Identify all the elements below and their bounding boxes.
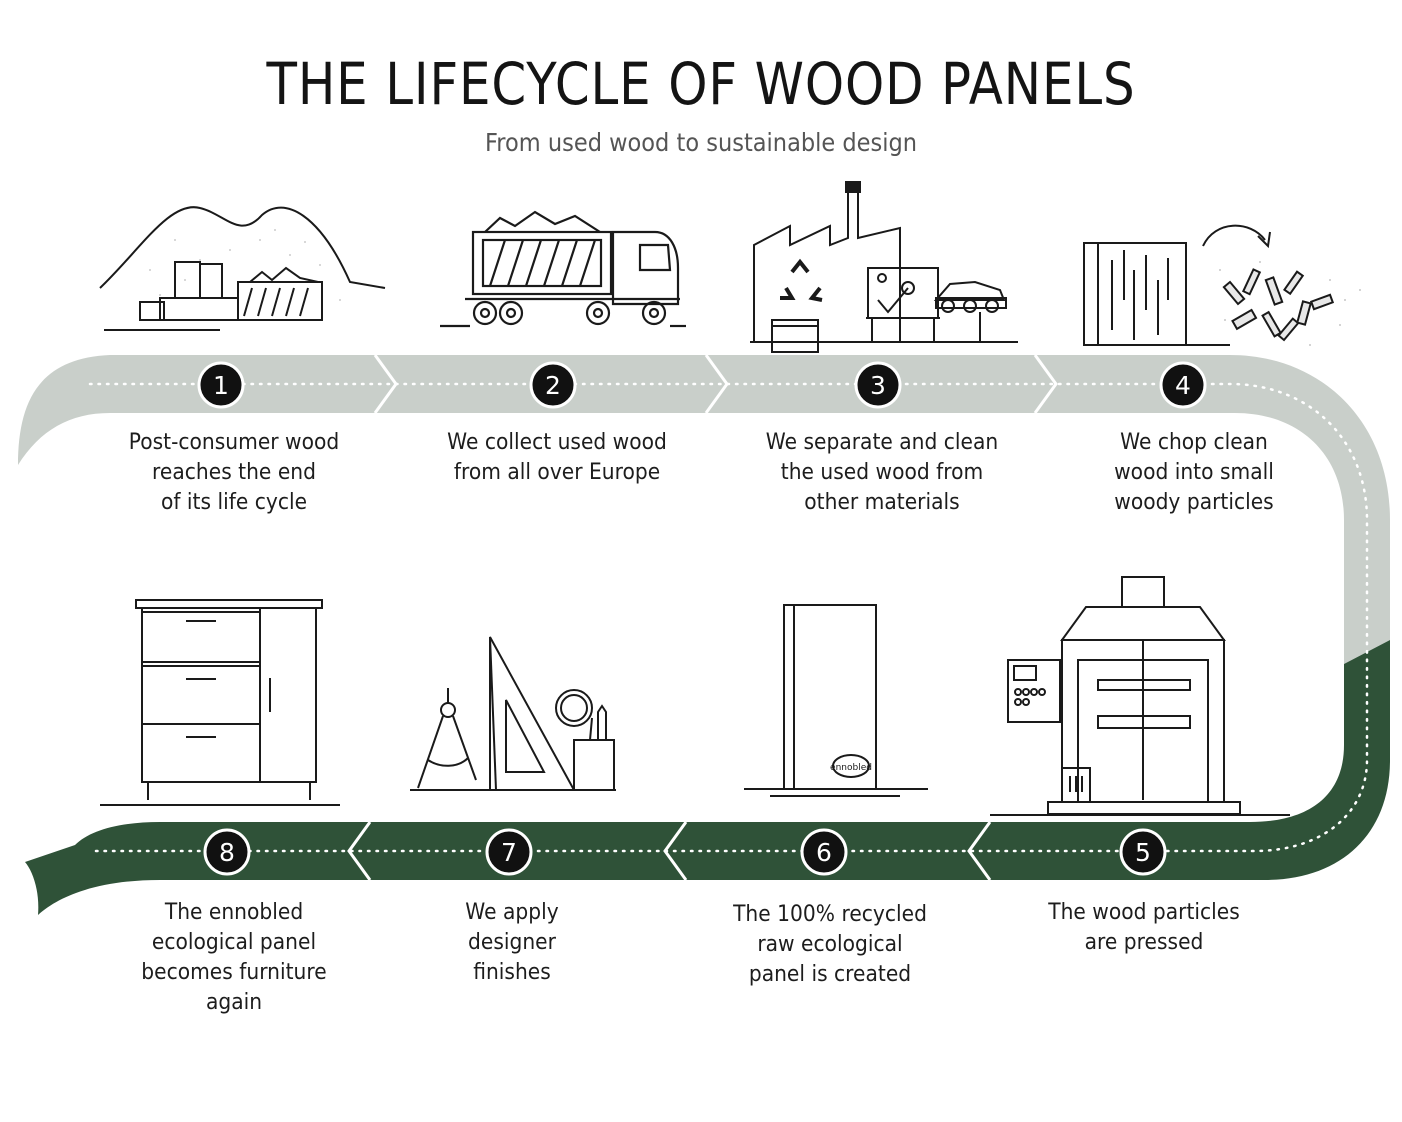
step-1-text: Post-consumer wood reaches the end of it…	[96, 428, 372, 518]
step-3-text: We separate and clean the used wood from…	[744, 428, 1020, 518]
step-7-text: We apply designer finishes	[374, 898, 650, 988]
page-subtitle: From used wood to sustainable design	[484, 128, 918, 157]
step-number-2: 2	[545, 371, 561, 400]
top-band	[18, 355, 1390, 664]
step-8-line: The ennobled ecological panel becomes fu…	[141, 900, 327, 1015]
step-6-line: The 100% recycled raw ecological panel i…	[733, 902, 927, 987]
factory-icon	[750, 181, 1018, 353]
cabinet-icon	[100, 599, 340, 806]
step-8-text: The ennobled ecological panel becomes fu…	[96, 898, 372, 1018]
step-4-line: We chop clean wood into small woody part…	[1114, 430, 1274, 515]
step-badge-6: 6	[800, 828, 848, 876]
step-7-line: We apply designer finishes	[465, 900, 559, 985]
step-number-1: 1	[213, 371, 229, 400]
step-badge-7: 7	[485, 828, 533, 876]
step-5-text: The wood particles are pressed	[1006, 898, 1282, 958]
step-4-text: We chop clean wood into small woody part…	[1056, 428, 1332, 518]
bottom-band	[25, 640, 1390, 915]
step-number-8: 8	[219, 838, 235, 867]
step-2-line: We collect used wood from all over Europ…	[447, 430, 667, 485]
chopping-icon	[1083, 224, 1361, 346]
step-6-text: The 100% recycled raw ecological panel i…	[692, 900, 968, 990]
step-badge-5: 5	[1119, 828, 1167, 876]
step-number-6: 6	[816, 838, 832, 867]
design-tools-icon	[410, 636, 616, 791]
step-2-text: We collect used wood from all over Europ…	[419, 428, 695, 488]
step-number-7: 7	[501, 838, 517, 867]
landfill-icon	[99, 206, 386, 331]
step-badge-3: 3	[854, 361, 902, 409]
step-badge-4: 4	[1159, 361, 1207, 409]
step-badge-2: 2	[529, 361, 577, 409]
flow-band	[18, 354, 1390, 915]
step-1-line: Post-consumer wood reaches the end of it…	[128, 430, 340, 515]
step-badges: 1 2 3 4 5 6 7 8	[197, 361, 1207, 876]
step-badge-8: 8	[203, 828, 251, 876]
panel-brand-label: ennobled	[830, 763, 872, 773]
press-icon	[990, 576, 1290, 816]
truck-icon	[440, 210, 686, 328]
panel-icon: ennobled	[744, 604, 928, 797]
step-number-5: 5	[1135, 838, 1151, 867]
page-title: THE LIFECYCLE OF WOOD PANELS	[266, 50, 1136, 118]
step-number-4: 4	[1175, 371, 1191, 400]
step-number-3: 3	[870, 371, 886, 400]
step-5-line: The wood particles are pressed	[1048, 900, 1240, 955]
step-badge-1: 1	[197, 361, 245, 409]
step-3-line: We separate and clean the used wood from…	[765, 430, 999, 515]
